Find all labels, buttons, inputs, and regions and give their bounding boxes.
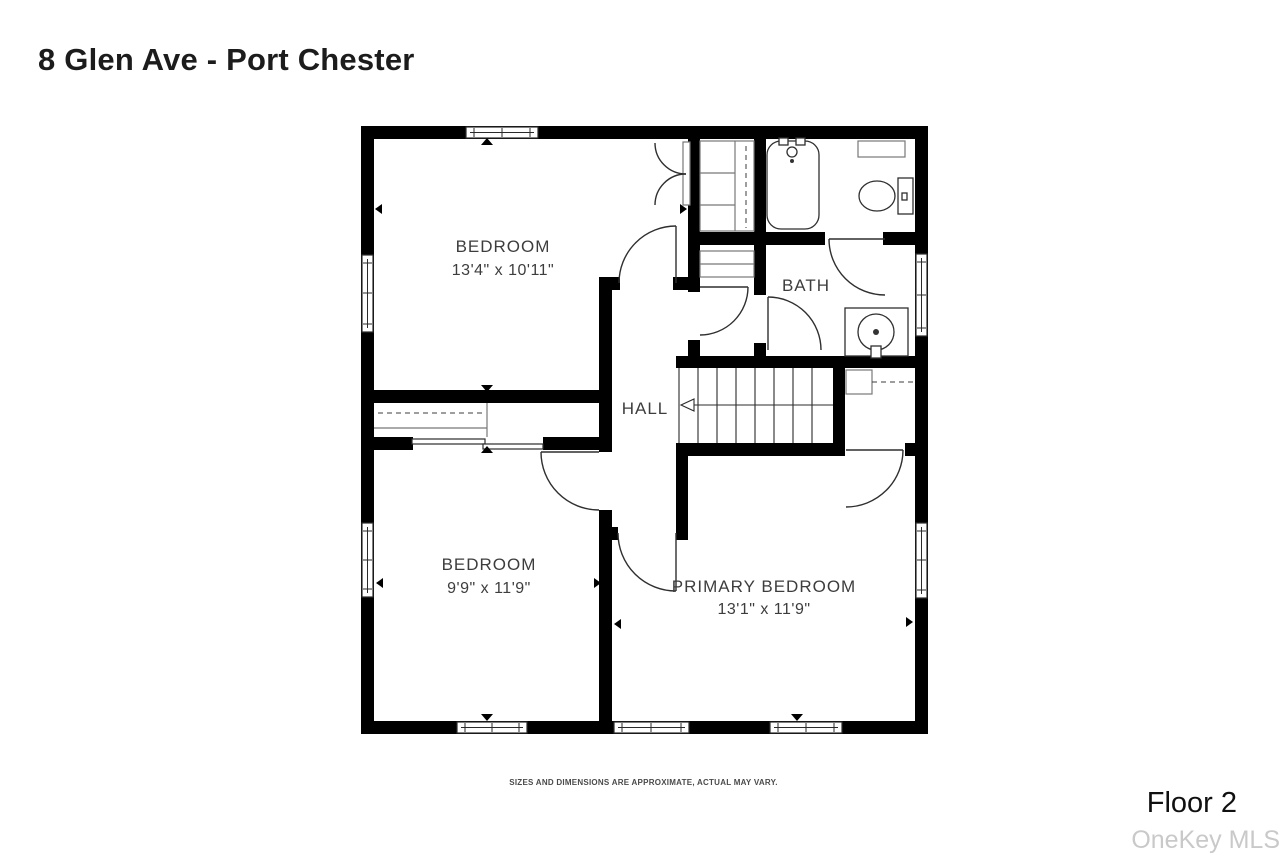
sliding-door-panel (411, 438, 486, 445)
door-hall-vestibule (699, 286, 749, 336)
window-bottom-bedroom2 (456, 721, 528, 734)
room-labels: BEDROOM 13'4" x 10'11" BATH HALL BEDROOM… (442, 237, 856, 618)
room-dim-bedroom2: 9'9" x 11'9" (447, 580, 531, 597)
room-dim-primary: 13'1" x 11'9" (717, 601, 810, 618)
closet-complex-top (699, 140, 755, 232)
door-vestibule-bath (767, 296, 822, 351)
door-primary-bedroom (617, 532, 677, 592)
floor-label: Floor 2 (1146, 787, 1237, 819)
closet-between-bedrooms (374, 403, 544, 450)
window-right-bath (915, 253, 928, 337)
bathtub-icon (766, 137, 820, 230)
room-label-bath: BATH (782, 276, 830, 295)
window-bottom-primary-1 (613, 721, 690, 734)
doors (540, 225, 904, 592)
stairs (678, 368, 833, 443)
room-label-primary: PRIMARY BEDROOM (672, 577, 856, 596)
door-bedroom2 (540, 451, 600, 511)
room-label-hall: HALL (622, 399, 669, 418)
hall-linen-shelves (699, 250, 755, 278)
room-label-bedroom2: BEDROOM (442, 555, 537, 574)
walls (361, 126, 928, 734)
understair-closet (845, 369, 913, 395)
window-top (465, 126, 539, 139)
sink-icon (844, 307, 909, 359)
window-left-bedroom2 (361, 522, 374, 598)
page-title: 8 Glen Ave - Port Chester (38, 42, 415, 77)
room-dim-bedroom1: 13'4" x 10'11" (452, 262, 554, 279)
window-right-primary (915, 522, 928, 599)
stairs-direction-arrow (679, 398, 695, 412)
door-bedroom1 (618, 225, 677, 284)
toilet-icon (858, 177, 914, 215)
bifold-closet-bedroom1 (654, 141, 691, 206)
room-label-bedroom1: BEDROOM (456, 237, 551, 256)
sliding-door-panel (482, 443, 544, 450)
door-understair-closet (845, 449, 904, 508)
disclaimer-text: SIZES AND DIMENSIONS ARE APPROXIMATE, AC… (509, 778, 778, 787)
bath-shelf (857, 140, 906, 158)
watermark-onekey-mls: OneKey MLS (1131, 826, 1280, 854)
windows (361, 126, 928, 734)
wall-markers (375, 138, 913, 721)
door-bath-tubroom (828, 238, 886, 296)
window-bottom-primary-2 (769, 721, 843, 734)
window-left-bedroom1 (361, 254, 374, 333)
